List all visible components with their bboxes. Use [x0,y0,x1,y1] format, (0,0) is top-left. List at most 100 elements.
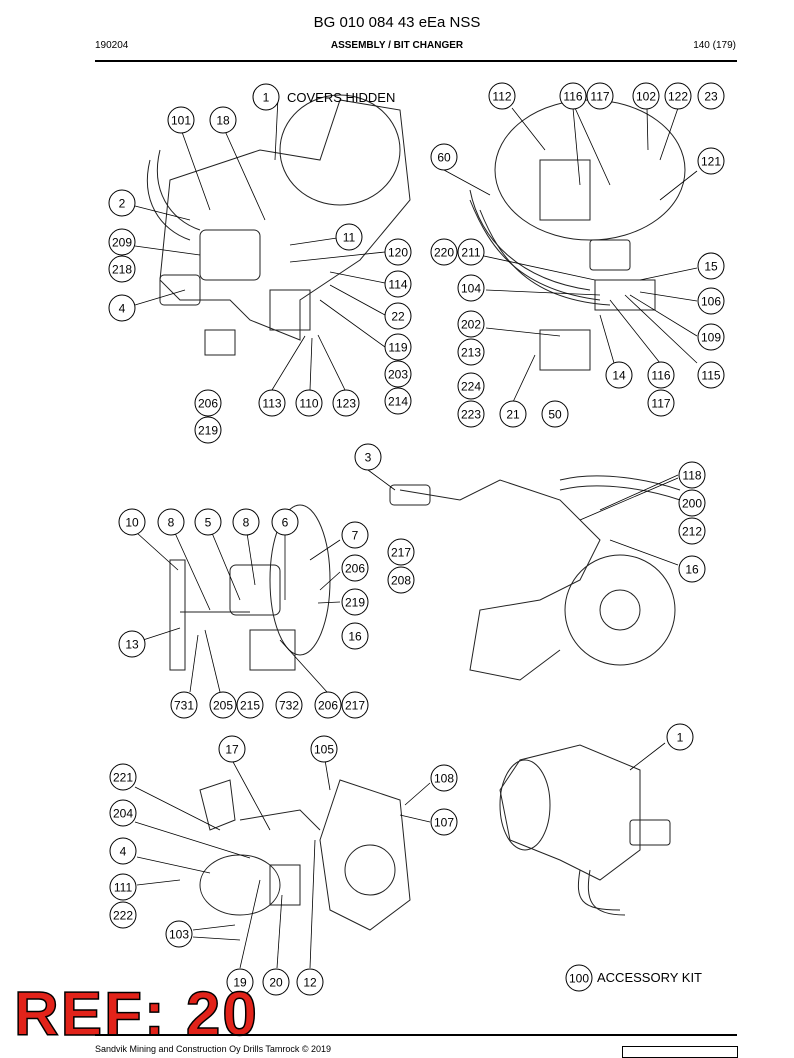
part-balloon: 204 [109,799,137,827]
balloon-label: 219 [345,596,365,610]
balloon-label: 50 [548,408,562,422]
balloon-circle [296,968,324,996]
balloon-label: 60 [437,151,451,165]
balloon-label: 121 [701,155,721,169]
balloon-label: 104 [461,282,481,296]
balloon-label: 15 [704,260,718,274]
part-balloon: 215 [236,691,264,719]
part-balloon: 103 [165,920,193,948]
part-balloon: 222 [109,901,137,929]
balloon-label: 217 [391,546,411,560]
part-balloon: 2 [108,189,136,217]
balloon-label: 105 [314,743,334,757]
part-balloon: 115 [697,361,725,389]
balloon-circle [664,82,692,110]
part-balloon: 19 [226,968,254,996]
part-balloon: 213 [457,338,485,366]
balloon-circle [457,238,485,266]
balloon-label: 12 [303,976,317,990]
balloon-circle [541,400,569,428]
part-balloon: 217 [341,691,369,719]
balloon-circle [275,691,303,719]
balloon-circle [170,691,198,719]
footer-divider [95,1034,737,1036]
balloon-label: 118 [682,469,701,483]
balloon-label: 211 [461,246,480,260]
balloon-circle [258,389,286,417]
part-balloon: 123 [332,389,360,417]
balloon-circle [194,416,222,444]
balloon-circle [165,920,193,948]
balloon-circle [109,901,137,929]
balloon-label: 21 [506,408,520,422]
balloon-circle [457,274,485,302]
part-balloon: 111 [109,873,137,901]
part-balloon: 104 [457,274,485,302]
balloon-label: 223 [461,408,481,422]
balloon-label: 212 [682,525,702,539]
part-balloon: 220 [430,238,458,266]
part-balloon: 106 [697,287,725,315]
balloon-circle [314,691,342,719]
part-balloon: 101 [167,106,195,134]
balloon-circle [194,508,222,536]
header-divider [95,60,737,62]
part-balloon: 109 [697,323,725,351]
part-balloon: 21 [499,400,527,428]
part-balloon: 105 [310,735,338,763]
balloon-circle [108,228,136,256]
balloon-circle [384,333,412,361]
balloon-label: 2 [119,197,126,211]
footer-copyright: Sandvik Mining and Construction Oy Drill… [95,1044,332,1054]
balloon-label: 107 [434,816,454,830]
part-balloon: 14 [605,361,633,389]
balloon-label: 106 [701,295,721,309]
balloon-label: 103 [169,928,189,942]
balloon-circle [586,82,614,110]
part-balloon: 206 [194,389,222,417]
part-balloon: 219 [341,588,369,616]
part-balloon: 7 [341,521,369,549]
part-balloon: 20 [262,968,290,996]
part-balloon: 8 [232,508,260,536]
balloon-circle [384,302,412,330]
part-balloon: 108 [430,764,458,792]
balloon-circle [335,223,363,251]
balloon-label: 215 [240,699,260,713]
part-balloon: 1 [666,723,694,751]
balloon-label: 3 [365,451,372,465]
balloon-label: 102 [636,90,656,104]
balloon-circle [387,538,415,566]
part-balloon: 107 [430,808,458,836]
balloon-label: 116 [651,369,670,383]
balloon-label: 6 [282,516,289,530]
balloon-label: 203 [388,368,408,382]
balloon-circle [118,630,146,658]
balloon-circle [109,837,137,865]
balloon-circle [157,508,185,536]
part-balloon: 18 [209,106,237,134]
part-balloon: 121 [697,147,725,175]
part-balloon: 15 [697,252,725,280]
balloon-circle [697,252,725,280]
balloon-label: 221 [113,771,133,785]
balloon-circle [499,400,527,428]
document-number: 190204 [95,40,129,51]
balloon-circle [109,799,137,827]
caption-accessory-kit: ACCESSORY KIT [597,970,702,985]
part-balloon: 119 [384,333,412,361]
balloon-circle [341,588,369,616]
part-balloon: 50 [541,400,569,428]
balloon-circle [332,389,360,417]
balloon-label: 11 [343,231,356,245]
balloon-label: 22 [391,310,405,324]
part-balloon: 8 [157,508,185,536]
part-balloon: 114 [384,270,412,298]
balloon-label: 8 [168,516,175,530]
balloon-label: 19 [233,976,247,990]
balloon-circle [218,735,246,763]
part-balloon: 6 [271,508,299,536]
balloon-label: 1 [263,91,270,105]
balloon-label: 16 [348,630,362,644]
balloon-label: 200 [682,497,702,511]
